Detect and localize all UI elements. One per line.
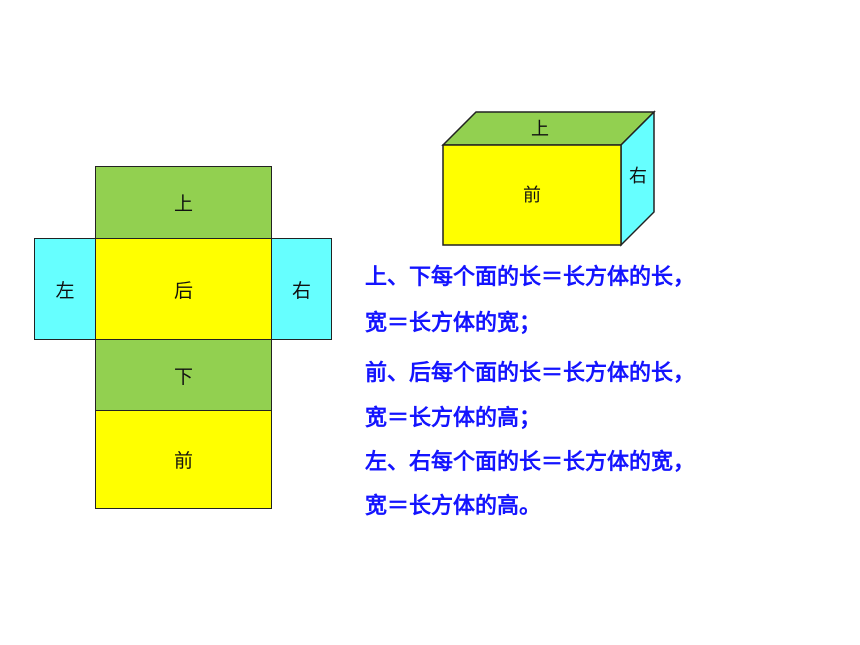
cuboid-3d: 上 前 右 — [441, 110, 656, 247]
box-face-right-label: 右 — [629, 166, 647, 187]
net-face-front: 前 — [95, 410, 272, 509]
rule-line-2: 宽＝长方体的宽； — [365, 311, 542, 336]
box-face-top-label: 上 — [531, 119, 549, 140]
rule-line-4: 宽＝长方体的高； — [365, 406, 542, 431]
net-face-bottom-label: 下 — [173, 365, 193, 388]
net-face-back: 后 — [95, 238, 272, 340]
net-face-back-label: 后 — [173, 279, 193, 302]
box-face-front-label: 前 — [523, 185, 541, 206]
net-face-bottom: 下 — [95, 339, 272, 411]
net-face-right-label: 右 — [291, 279, 311, 302]
net-face-right: 右 — [271, 238, 332, 340]
net-face-left-label: 左 — [55, 279, 75, 302]
net-face-front-label: 前 — [173, 450, 193, 472]
net-face-top-label: 上 — [173, 193, 193, 215]
rule-line-6: 宽＝长方体的高。 — [365, 494, 542, 519]
rule-line-5: 左、右每个面的长＝长方体的宽， — [365, 450, 696, 475]
rule-line-1: 上、下每个面的长＝长方体的长， — [365, 265, 696, 290]
box-face-front — [442, 144, 622, 246]
net-face-top: 上 — [95, 166, 272, 239]
rule-line-3: 前、后每个面的长＝长方体的长， — [365, 361, 696, 386]
net-face-left: 左 — [34, 238, 96, 340]
